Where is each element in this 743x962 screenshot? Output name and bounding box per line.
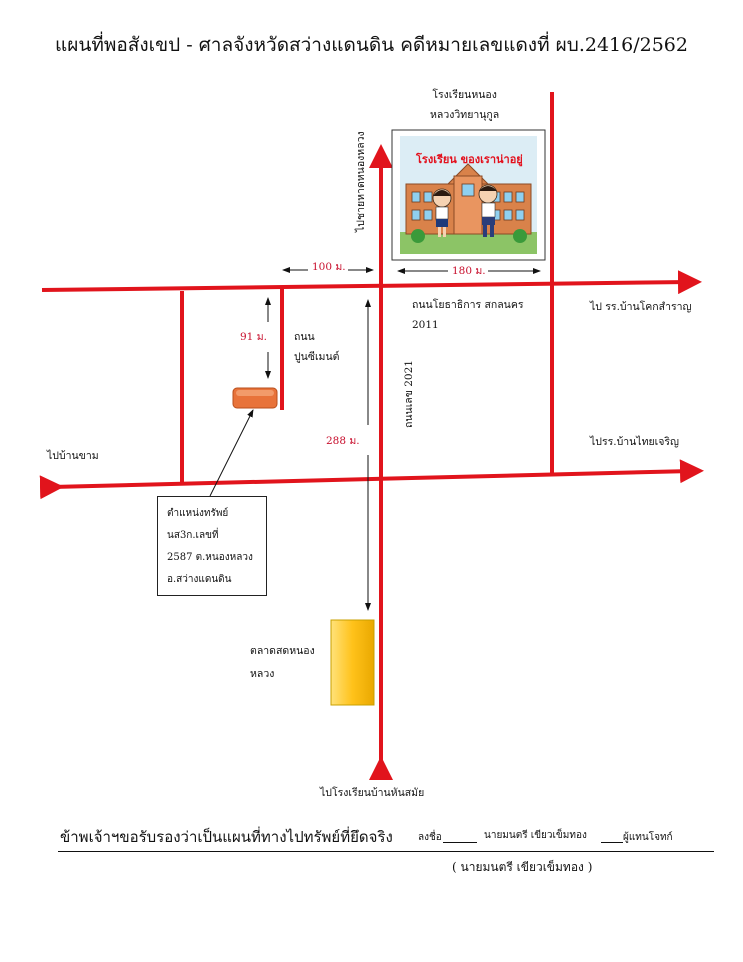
- property-line2: นส3ก.เลขที่: [167, 530, 219, 541]
- school-name-line1: โรงเรียนหนอง: [432, 89, 497, 101]
- road-name-label: ถนนโยธาธิการ สกลนคร 2011: [412, 296, 524, 336]
- role-label: ผู้แทนโจทก์: [623, 832, 673, 843]
- cement-road-line2: ปูนซีเมนต์: [294, 350, 340, 363]
- dist-91-label: 91 ม.: [240, 331, 267, 343]
- footer-rule: [58, 851, 714, 852]
- signer-name: นายมนตรี เขียวเข็มทอง: [484, 830, 587, 841]
- to-west-label: ไปบ้านขาม: [47, 450, 99, 462]
- role-line: [601, 842, 623, 843]
- road-2021-label: ถนนเลข 2021: [403, 360, 415, 428]
- road-bottom: [39, 459, 704, 500]
- property-line3: 2587 ต.หนองหลวง: [167, 552, 253, 563]
- road-name-line2: 2011: [412, 318, 439, 331]
- sign-line: [443, 842, 477, 843]
- to-east-top-label: ไป รร.บ้านโคกสำราญ: [590, 301, 692, 313]
- property-pointer: [209, 409, 254, 497]
- property-line4: อ.สว่างแดนดิน: [167, 574, 232, 585]
- property-line1: ตำแหน่งทรัพย์: [167, 508, 229, 519]
- map-title: แผนที่พอสังเขป - ศาลจังหวัดสว่างแดนดิน ค…: [54, 34, 688, 56]
- cement-road-line1: ถนน: [294, 331, 315, 343]
- certify-statement: ข้าพเจ้าฯขอรับรองว่าเป็นแผนที่ทางไปทรัพย…: [60, 828, 393, 846]
- dist-100-label: 100 ม.: [312, 261, 346, 273]
- to-north-label: ไปชายหาดหนองหลวง: [355, 131, 367, 232]
- school-illustration: [400, 136, 537, 254]
- dist-180-label: 180 ม.: [452, 265, 486, 277]
- to-south-label: ไปโรงเรียนบ้านหันสมัย: [320, 787, 425, 799]
- cement-road-label: ถนน ปูนซีเมนต์: [294, 328, 339, 368]
- market-label: ตลาดสดหนอง หลวง: [250, 640, 315, 686]
- school-name-line2: หลวงวิทยานุกูล: [430, 108, 500, 121]
- printed-name: ( นายมนตรี เขียวเข็มทอง ): [452, 860, 593, 874]
- property-info-box: ตำแหน่งทรัพย์ นส3ก.เลขที่ 2587 ต.หนองหลว…: [157, 496, 267, 596]
- market-line1: ตลาดสดหนอง: [250, 645, 315, 657]
- road-top: [41, 270, 702, 295]
- to-east-bottom-label: ไปรร.บ้านไทยเจริญ: [590, 436, 679, 448]
- school-picture: โรงเรียน ของเราน่าอยู่: [400, 136, 537, 254]
- market-line2: หลวง: [250, 668, 275, 681]
- dist-288-label: 288 ม.: [326, 435, 360, 447]
- school-name-label: โรงเรียนหนอง หลวงวิทยานุกูล: [430, 86, 499, 126]
- road-name-line1: ถนนโยธาธิการ สกลนคร: [412, 299, 524, 311]
- market-block: [330, 619, 375, 706]
- sign-prefix: ลงชื่อ: [418, 832, 442, 843]
- school-sign-text: โรงเรียน ของเราน่าอยู่: [416, 153, 523, 166]
